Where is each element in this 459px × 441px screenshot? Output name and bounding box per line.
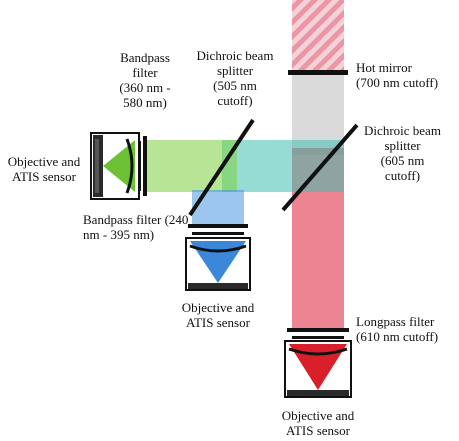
objective-sensor-bottom	[284, 340, 352, 398]
teal-beam	[222, 140, 344, 192]
longpass-filter-second	[292, 336, 344, 339]
bandpass-filter-left	[143, 136, 147, 196]
bandpass-filter-bottom-second	[192, 232, 244, 235]
longpass-filter	[287, 328, 349, 332]
label-longpass-filter: Longpass filter (610 nm cutoff)	[356, 314, 439, 344]
dichroic-splitter-605	[281, 123, 359, 212]
label-dichroic-605: Dichroic beam splitter (605 nm cutoff)	[364, 123, 441, 183]
incoming-light-beam	[292, 0, 344, 72]
hot-mirror	[288, 70, 348, 75]
label-objective-bottom: Objective and ATIS sensor	[281, 408, 355, 438]
label-bandpass-filter-top: Bandpass filter (360 nm - 580 nm)	[119, 50, 171, 110]
label-objective-left: Objective and ATIS sensor	[7, 154, 81, 184]
label-objective-middle: Objective and ATIS sensor	[181, 300, 255, 330]
label-hot-mirror: Hot mirror (700 nm cutoff)	[356, 60, 439, 90]
objective-sensor-left	[90, 132, 140, 200]
label-dichroic-505: Dichroic beam splitter (505 nm cutoff)	[196, 48, 274, 108]
objective-sensor-middle	[185, 237, 251, 291]
bandpass-filter-bottom	[188, 224, 248, 228]
dichroic-splitter-505	[188, 118, 255, 217]
label-bandpass-filter-bottom: Bandpass filter (240 nm - 395 nm)	[83, 212, 189, 242]
